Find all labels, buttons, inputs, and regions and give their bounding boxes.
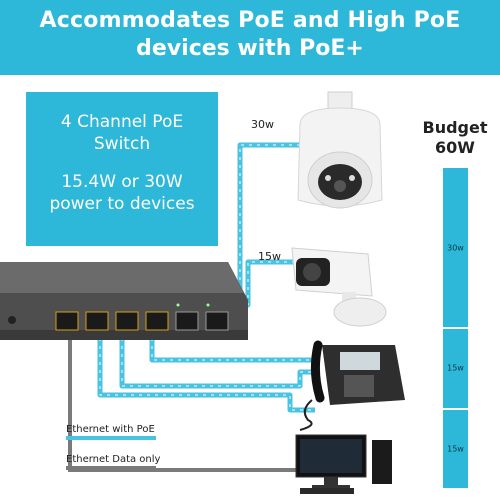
header-title-line1: Accommodates PoE and High PoE <box>39 8 461 33</box>
budget-segment-label: 15w <box>447 444 464 454</box>
header-banner: Accommodates PoE and High PoE devices wi… <box>0 0 500 75</box>
info-line2: Switch <box>93 134 151 154</box>
bullet-watt-label: 15w <box>258 250 281 263</box>
budget-segment-label: 15w <box>447 363 464 373</box>
bullet-camera-icon <box>291 247 387 327</box>
budget-line1: Budget <box>422 118 488 137</box>
ip-phone-icon <box>299 340 405 431</box>
info-line3: 15.4W or 30W <box>61 172 183 192</box>
budget-segment: 30w <box>443 168 468 327</box>
budget-segment: 15w <box>443 409 468 488</box>
header-title-line2: devices with PoE+ <box>136 36 364 61</box>
budget-segment: 15w <box>443 329 468 408</box>
desktop-computer-icon <box>295 434 392 494</box>
ptz-camera-icon <box>297 91 383 209</box>
budget-line2: 60W <box>435 138 475 157</box>
legend-poe-label: Ethernet with PoE <box>66 424 155 435</box>
poe-switch <box>0 262 248 340</box>
data-cable <box>68 330 302 472</box>
legend-swatches <box>66 436 156 470</box>
info-line4: power to devices <box>49 194 195 214</box>
budget-segment-label: 30w <box>447 243 464 252</box>
legend-data-label: Ethernet Data only <box>66 454 161 465</box>
ptz-watt-label: 30w <box>251 118 274 131</box>
info-line1: 4 Channel PoE <box>60 112 184 132</box>
switch-info-box: 4 Channel PoE Switch 15.4W or 30W power … <box>26 92 218 246</box>
